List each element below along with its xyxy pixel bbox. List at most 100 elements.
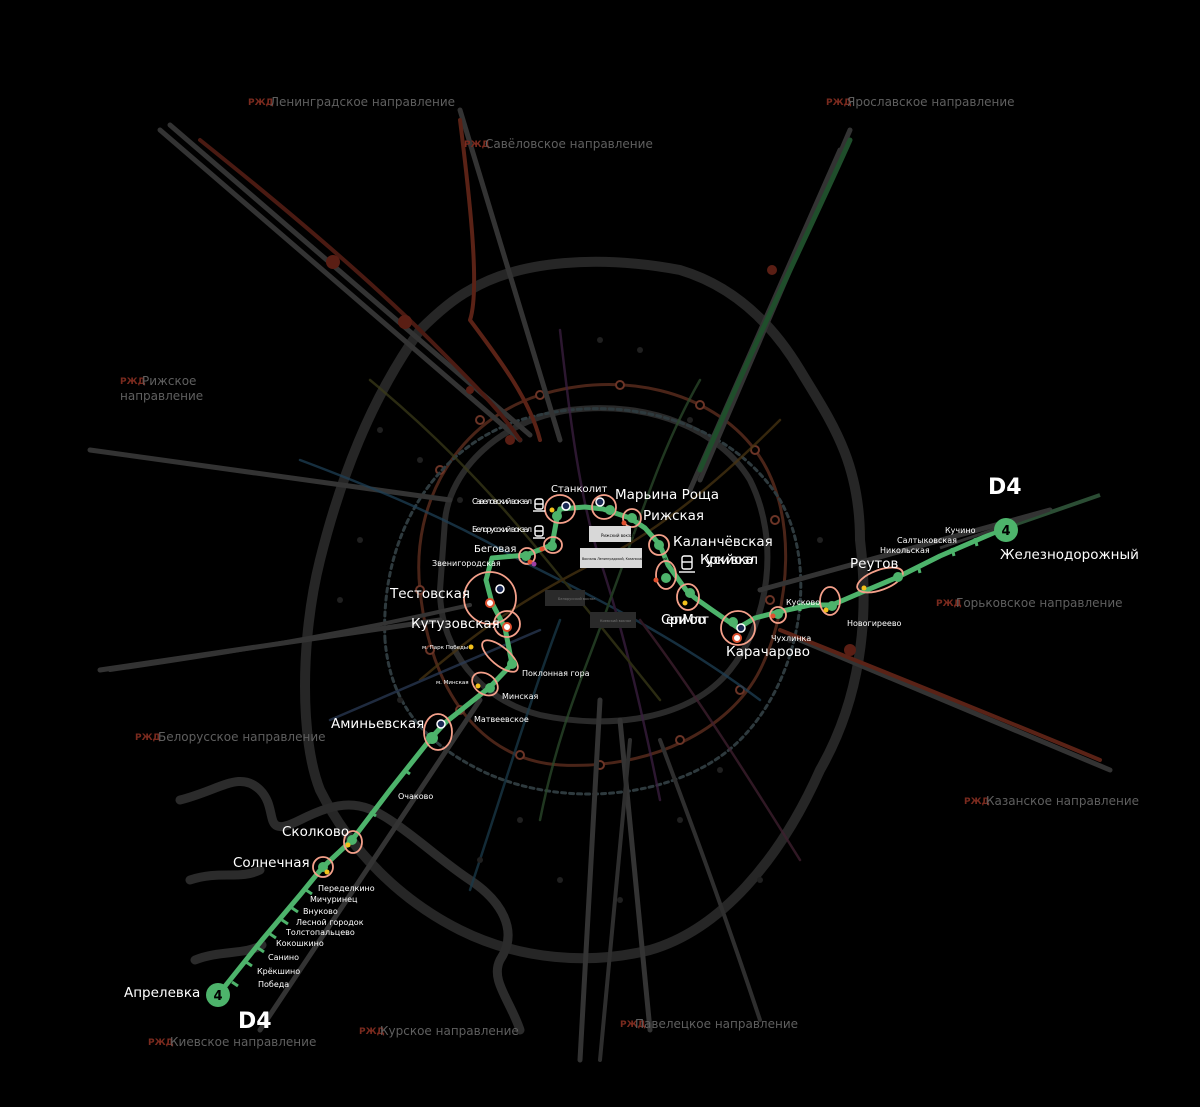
terminal-boxes: Рижский вокзал Вокзалы Ленинградский, Ка… [545,526,667,628]
label-tolstopaltsevo[interactable]: Толстопальцево [285,928,355,937]
stn-dot-reutov[interactable] [893,572,903,582]
label-nikolskaya[interactable]: Никольская [880,546,930,555]
label-kalanchevskaya[interactable]: Каланчёвская [673,534,773,550]
label-aminyevskaya[interactable]: Аминьевская [331,716,424,732]
metro-lines-dim [298,328,802,892]
label-serp-molot[interactable]: Серп и Молот [661,612,709,628]
dir-kazan: РЖД Казанское направление [964,794,1139,808]
svg-text:Павелецкое направление: Павелецкое направление [635,1017,798,1031]
label-sanino[interactable]: Санино [268,953,299,962]
train-icon-belorussky [533,525,545,539]
label-testovskaya[interactable]: Тестовская [389,586,470,602]
terminus-east-number: 4 [1001,524,1010,539]
label-poklonnaya[interactable]: Поклонная гора [522,669,590,678]
label-michurinets[interactable]: Мичуринец [310,895,358,904]
label-kokoshkino[interactable]: Кокошкино [276,939,324,948]
dir-paveletsk: РЖД Павелецкое направление [620,1017,798,1031]
ring-testovskaya [463,571,517,625]
station-labels-large: Апрелевка Солнечная Сколково Аминьевская… [124,487,1139,1001]
terminal-three-stations: Вокзалы Ленинградский, Казанский, Яросла… [582,557,667,561]
terminus-east-badge[interactable]: 4 [994,518,1018,542]
stn-dot-begovaya[interactable] [521,551,531,561]
svg-text:Киевское направление: Киевское направление [170,1035,316,1049]
ring-novogireevo [819,586,841,616]
label-stankolit[interactable]: Станколит [551,484,608,495]
svg-text:РЖД: РЖД [620,1020,646,1030]
label-peredelkino[interactable]: Переделкино [318,884,375,893]
stn-dot-kursky[interactable] [661,573,671,583]
ring-rizhskaya [622,508,642,528]
label-zheleznodorozhny[interactable]: Железнодорожный [1000,547,1139,563]
stn-dot-rizhskaya[interactable] [627,513,637,523]
radial-railways [87,107,1113,1063]
dir-kursk: РЖД Курское направление [359,1024,519,1038]
paveletsk-line [658,738,762,1022]
label-aprelevka[interactable]: Апрелевка [124,985,200,1001]
label-ochakovo[interactable]: Очаково [398,792,433,801]
ring-karacharovo [720,610,756,646]
label-solnechnaya[interactable]: Солнечная [233,855,310,871]
line-name-east: D4 [988,475,1022,500]
label-kryokshino[interactable]: Крёкшино [257,967,300,976]
svg-text:РЖД: РЖД [248,98,274,108]
river-branch [185,865,265,885]
label-savelovsky[interactable]: Савеловский вокзал [472,497,532,506]
label-minskaya[interactable]: Минская [502,692,538,701]
label-kursky[interactable]: Курский вокзал [700,552,758,568]
terminus-west-number: 4 [213,989,222,1004]
label-lesnoy[interactable]: Лесной городок [296,918,364,927]
label-chukhlinka[interactable]: Чухлинка [771,634,811,643]
label-begovaya[interactable]: Беговая [474,544,516,555]
belarus-line [108,603,472,672]
label-belorussky[interactable]: Белорусский вокзал [472,525,532,534]
terminus-west-badge[interactable]: 4 [206,983,230,1007]
kursk-line [598,738,632,1062]
label-zvenigorodskaya[interactable]: Звенигородская [432,559,501,568]
dir-leningrad: РЖД Ленинградское направление [248,95,455,109]
label-reutov[interactable]: Реутов [850,556,899,572]
label-m-park-pobedy: м. Парк Победы [422,645,468,651]
metro-dot-testovskaya [495,584,505,594]
metro-dot-aminyevskaya [436,719,446,729]
stn-dot-savelovsky[interactable] [552,511,562,521]
mcc-transfer-icons [485,598,742,643]
label-novogireevo[interactable]: Новогиреево [847,619,902,628]
stn-dot-kalanchevskaya[interactable] [654,540,664,550]
dir-riga-text: Рижское направление [120,374,203,403]
stn-dot-karacharovo[interactable] [728,617,738,627]
stn-dot-novogireevo[interactable] [827,601,837,611]
label-karacharovo[interactable]: Карачарово [726,644,810,660]
label-matveevskoe[interactable]: Матвеевское [474,715,529,724]
transfer-rings [312,494,904,878]
svg-text:Горьковское направление: Горьковское направление [956,596,1123,610]
stn-dot-poklonnaya[interactable] [507,659,517,669]
stn-dot-maryina[interactable] [605,505,615,515]
svg-text:РЖД: РЖД [359,1027,385,1037]
stn-dot-minskaya[interactable] [485,683,495,693]
svg-text:Курское направление: Курское направление [380,1024,519,1038]
big-circle-line [383,407,803,796]
ring-skolkovo [343,830,363,854]
metro-station-dots-dim [337,337,823,903]
stn-dot-serp[interactable] [685,588,695,598]
label-rizhskaya[interactable]: Рижская [643,508,704,524]
stn-dot-skolkovo[interactable] [347,835,357,845]
label-maryina-roshcha[interactable]: Марьина Роща [615,487,719,503]
stn-dot-solnechnaya[interactable] [318,862,328,872]
dir-riga: РЖД Рижское направление [120,374,203,403]
label-kuchino[interactable]: Кучино [945,526,976,535]
label-kutuzovskaya[interactable]: Кутузовская [411,616,500,632]
label-pobeda[interactable]: Победа [258,980,289,989]
label-kuskovo[interactable]: Кусково [786,598,820,607]
d4-route [215,493,1101,998]
label-skolkovo[interactable]: Сколково [282,824,349,840]
svg-text:РЖД: РЖД [464,140,490,150]
label-vnukovo[interactable]: Внуково [303,907,338,916]
stn-dot-chukhlinka[interactable] [773,609,783,619]
station-labels-small: Победа Крёкшино Санино Кокошкино Толстоп… [257,484,976,989]
stn-dot-belorussky[interactable] [547,541,557,551]
ring-park-pobedy [481,639,519,673]
stn-dot-aminyevskaya[interactable] [426,732,438,744]
label-saltykovskaya[interactable]: Салтыковская [897,536,957,545]
ring-kalanchevskaya [648,534,670,556]
